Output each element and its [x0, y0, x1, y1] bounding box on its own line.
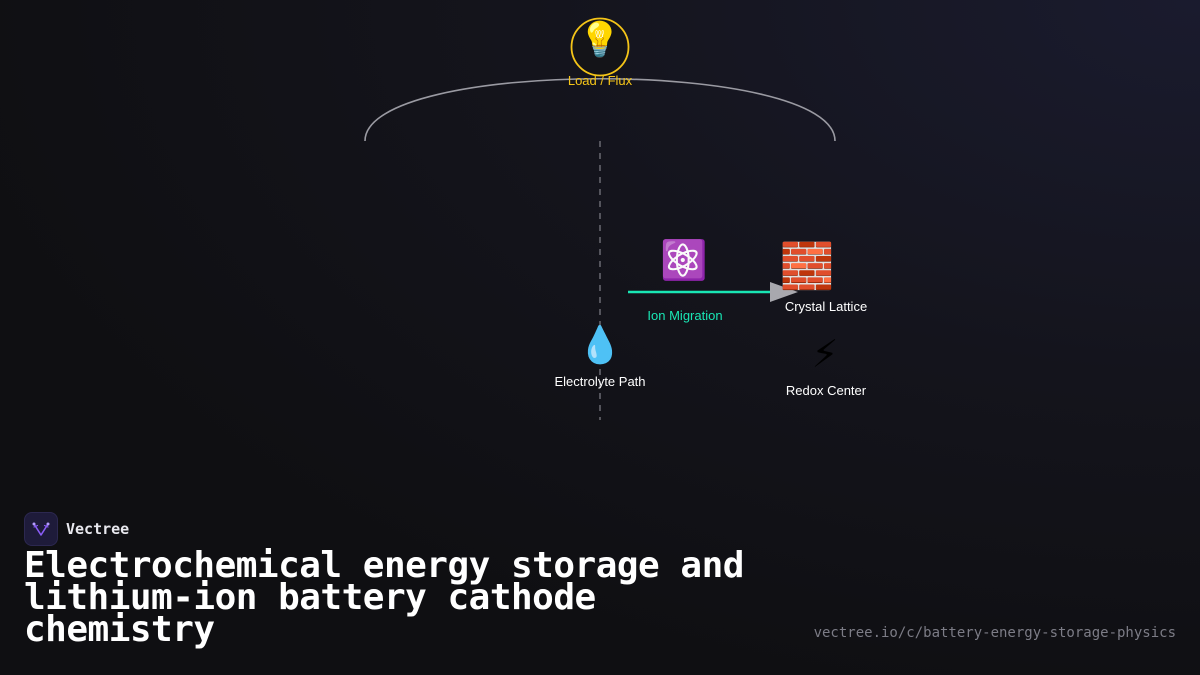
- redox-center-label: Redox Center: [785, 383, 867, 398]
- brand-name: Vectree: [66, 520, 130, 538]
- source-url[interactable]: vectree.io/c/battery-energy-storage-phys…: [813, 625, 1176, 641]
- ion-migration-arrowhead: [770, 282, 798, 302]
- droplet-icon: 💧: [577, 325, 623, 366]
- load-flux-label: Load / Flux: [567, 73, 633, 88]
- lightning-icon: ⚡: [811, 332, 839, 376]
- lightbulb-icon: 💡: [578, 20, 622, 60]
- atom-icon: ⚛️: [660, 238, 708, 282]
- brick-icon: 🧱: [779, 241, 835, 292]
- crystal-lattice-label: Crystal Lattice: [784, 299, 868, 314]
- ion-migration-label: Ion Migration: [647, 308, 723, 323]
- vectree-logo-icon: [24, 512, 58, 546]
- brand: Vectree: [24, 512, 129, 546]
- load-arc: [364, 77, 836, 142]
- load-node-circle: [570, 17, 630, 77]
- page-title: Electrochemical energy storage and lithi…: [24, 545, 744, 650]
- electrolyte-path-label: Electrolyte Path: [554, 374, 646, 389]
- logo-mark: [32, 522, 50, 536]
